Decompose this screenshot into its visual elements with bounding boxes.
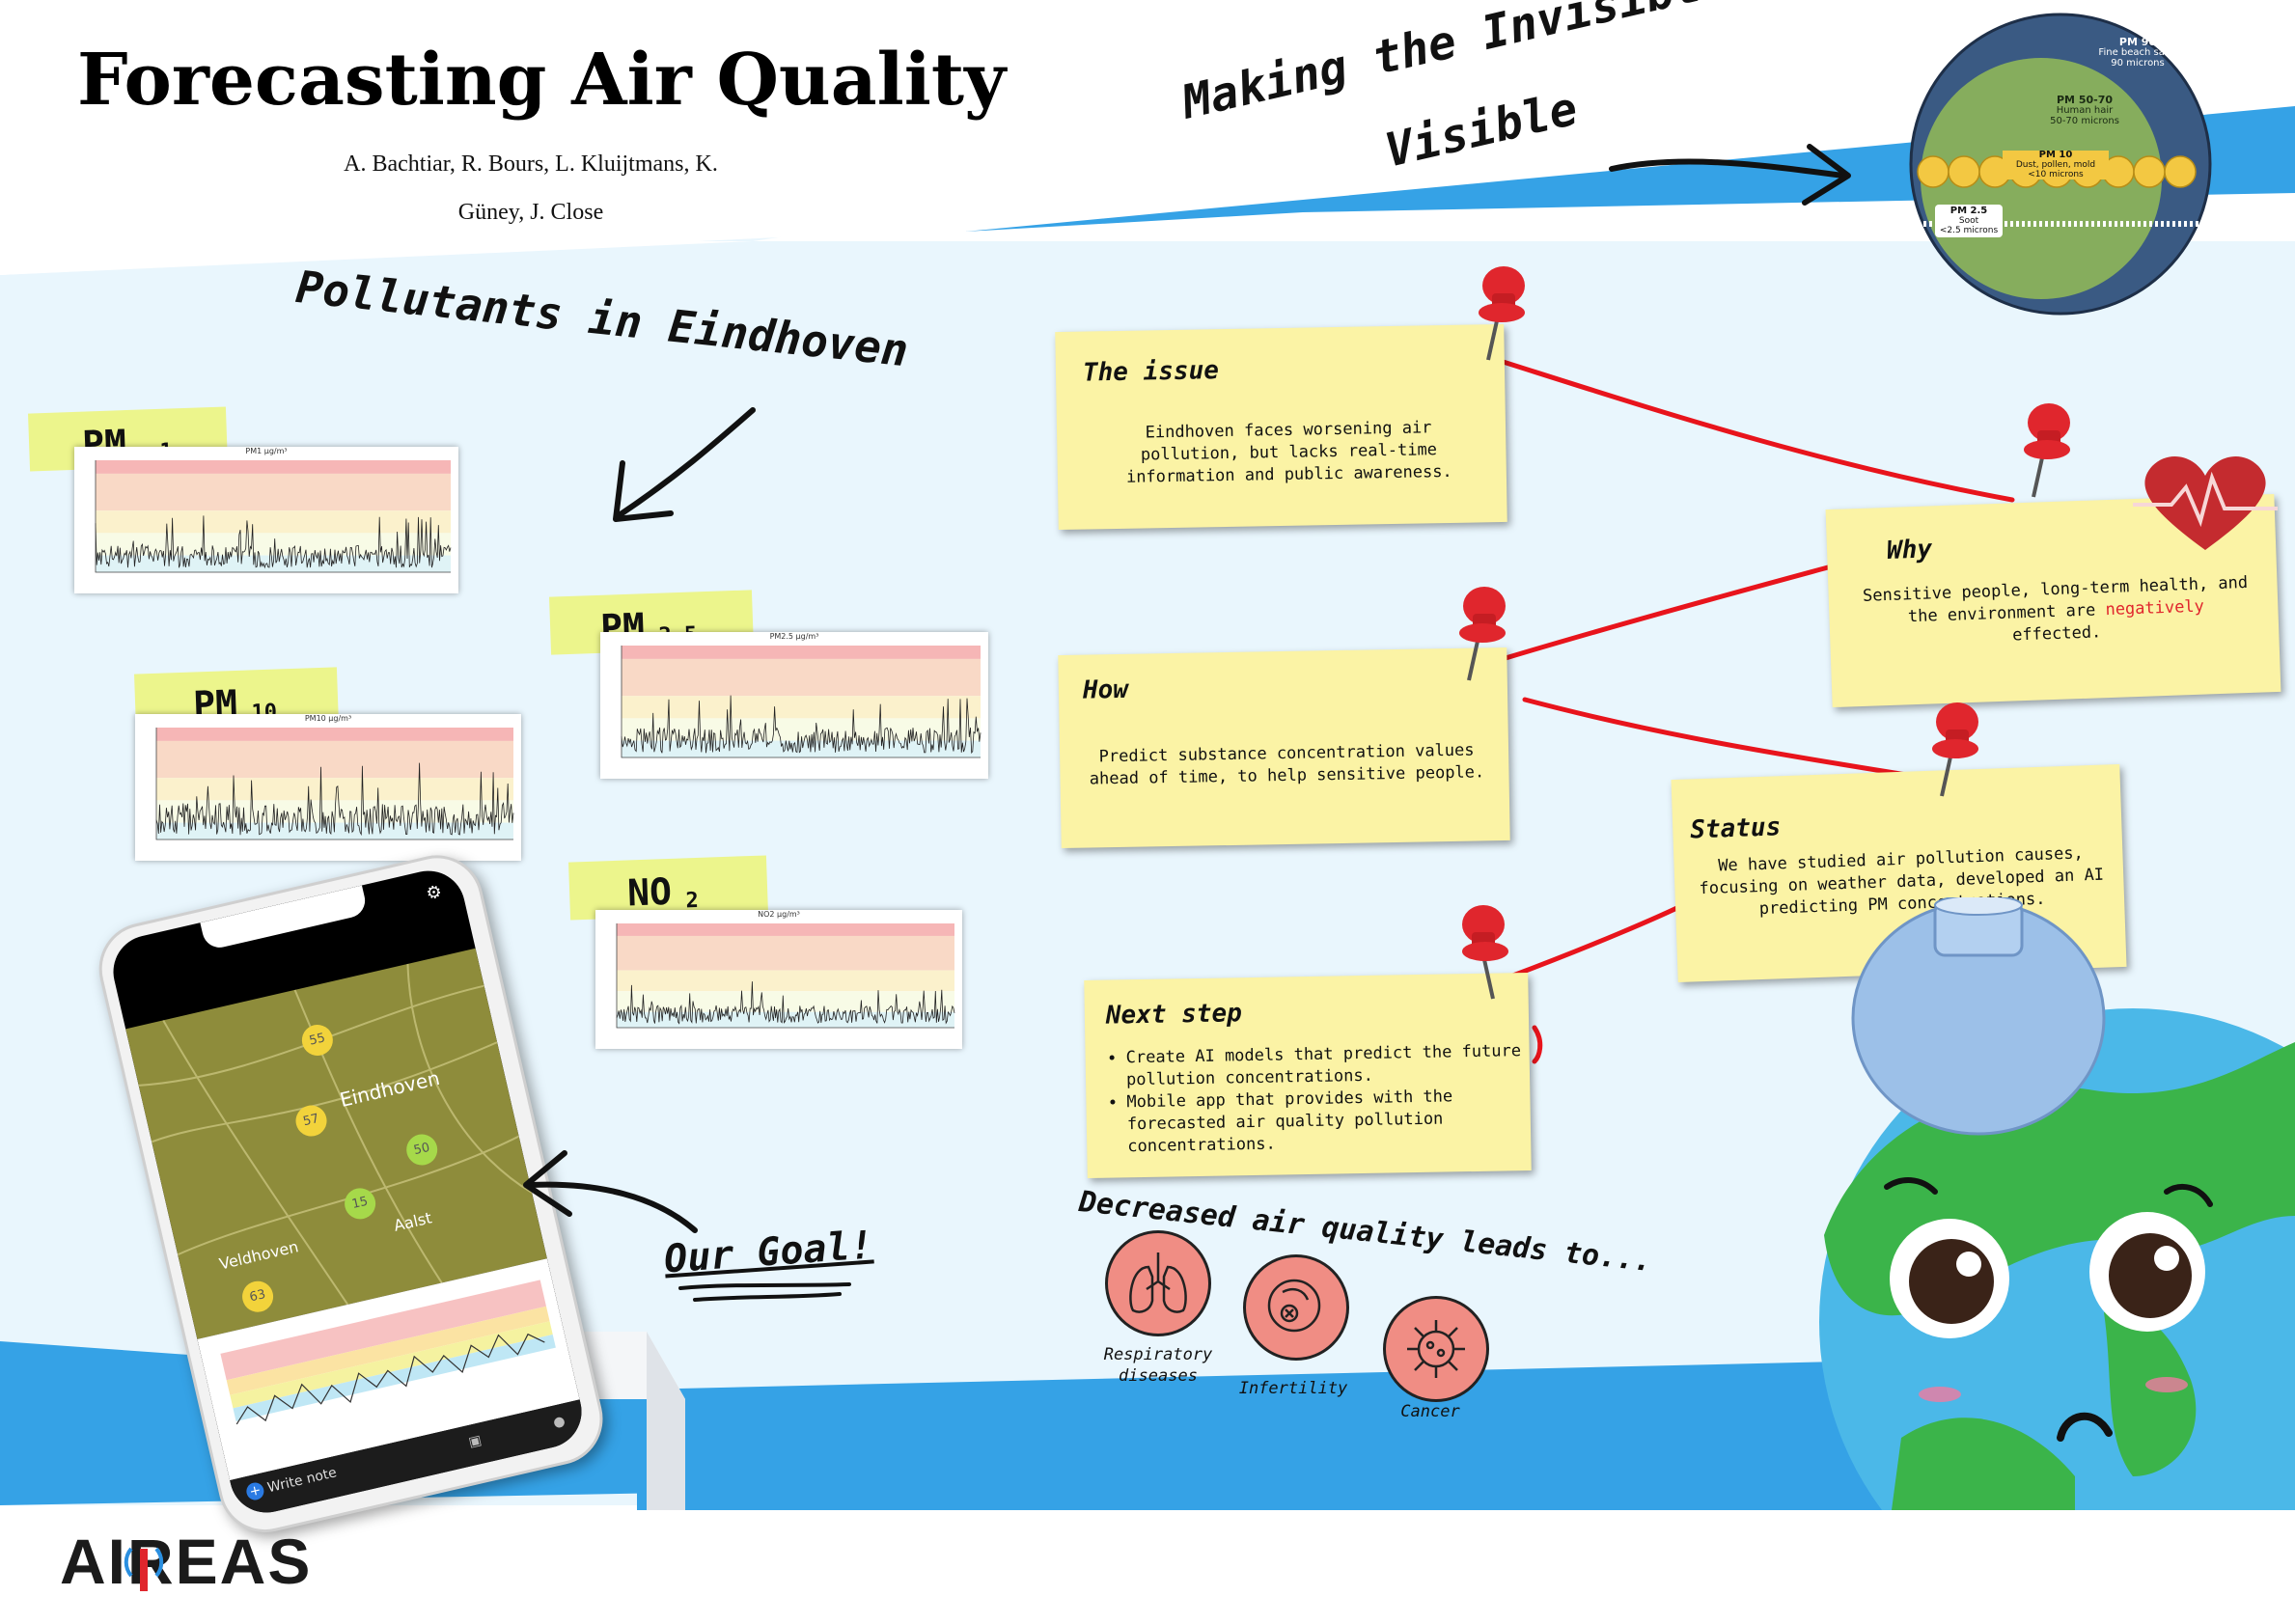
map-view[interactable]: Eindhoven Veldhoven Aalst 55 57 50 15 63 bbox=[125, 948, 547, 1339]
note-title: Next step bbox=[1105, 999, 1243, 1031]
axes bbox=[155, 728, 513, 840]
poster-title: Forecasting Air Quality bbox=[77, 39, 1007, 122]
pm5070-title: PM 50-70 bbox=[2056, 94, 2114, 106]
note-text: Sensitive people, long-term health, and … bbox=[1862, 572, 2250, 652]
our-goal-scribble bbox=[678, 1282, 851, 1302]
push-pin-icon bbox=[1462, 905, 1508, 1000]
effect-label-respiratory: Respiratory diseases bbox=[1103, 1345, 1213, 1386]
phone-screen: ⚙ Eindhoven Veldhoven Aalst 55 57 50 15 … bbox=[105, 864, 590, 1520]
next-step-item: Mobile app that provides with the foreca… bbox=[1126, 1085, 1533, 1158]
infertility-icon bbox=[1243, 1254, 1349, 1361]
lungs-icon bbox=[1105, 1230, 1211, 1336]
series-line bbox=[155, 762, 514, 837]
threshold-band bbox=[622, 658, 981, 697]
note-text: Predict substance concentration values a… bbox=[1089, 740, 1485, 789]
threshold-band bbox=[156, 728, 513, 741]
cancer-icon bbox=[1383, 1296, 1489, 1402]
authors-line-2: Güney, J. Close bbox=[457, 200, 604, 225]
why-text-part: effected. bbox=[2011, 622, 2102, 646]
axes bbox=[95, 460, 451, 573]
arrow-to-diagram bbox=[1609, 144, 1851, 206]
pm5070-label: PM 50-70 Human hair 50-70 microns bbox=[2032, 95, 2138, 126]
effect-label-cancer: Cancer bbox=[1400, 1402, 1460, 1421]
pm90-title: PM 90 bbox=[2118, 36, 2157, 48]
note-title: Why bbox=[1886, 535, 1933, 565]
threshold-band bbox=[617, 923, 954, 936]
pm25-desc2: <2.5 microns bbox=[1939, 226, 1999, 235]
map-roads bbox=[138, 963, 533, 1306]
chart-title: PM10 µg/m³ bbox=[304, 714, 352, 723]
series-plot bbox=[155, 728, 514, 840]
next-step-list: Create AI models that predict the future… bbox=[1102, 1040, 1533, 1159]
effect-label-infertility: Infertility bbox=[1238, 1379, 1348, 1398]
threshold-band bbox=[96, 533, 451, 556]
note-title: How bbox=[1082, 674, 1129, 705]
pm90-desc1: Fine beach sand bbox=[2098, 47, 2177, 58]
phone-mockup: ⚙ Eindhoven Veldhoven Aalst 55 57 50 15 … bbox=[90, 845, 613, 1542]
chart-no2: NO2 µg/m³ bbox=[595, 910, 962, 1049]
pm-size-diagram: PM 90 Fine beach sand 90 microns PM 50-7… bbox=[1906, 10, 2215, 318]
series-line bbox=[95, 515, 452, 569]
aireas-logo-text: AIREAS bbox=[60, 1526, 313, 1597]
pm25-title: PM 2.5 bbox=[1949, 206, 1988, 216]
pm25-desc1: Soot bbox=[1958, 216, 1979, 226]
threshold-band bbox=[96, 473, 451, 511]
series-plot bbox=[95, 460, 452, 573]
sad-earth-illustration bbox=[1819, 897, 2295, 1510]
chart-title: PM1 µg/m³ bbox=[245, 447, 288, 455]
arrow-to-phone bbox=[523, 1150, 698, 1233]
note-how: How Predict substance concentration valu… bbox=[1058, 647, 1510, 849]
pm10-title: PM 10 bbox=[2038, 150, 2073, 160]
pm5070-desc2: 50-70 microns bbox=[2050, 116, 2119, 126]
authors: A. Bachtiar, R. Bours, L. Kluijtmans, K.… bbox=[270, 135, 791, 241]
note-title: Status bbox=[1689, 812, 1782, 845]
series-line bbox=[616, 981, 955, 1025]
signal-icon bbox=[124, 1547, 164, 1591]
push-pin-icon bbox=[2024, 403, 2070, 498]
pm10-desc2: <10 microns bbox=[2028, 170, 2084, 179]
next-step-item: Create AI models that predict the future… bbox=[1125, 1040, 1532, 1091]
chart-title: NO2 µg/m³ bbox=[758, 910, 800, 919]
aireas-logo: AIREAS bbox=[60, 1529, 378, 1597]
push-pin-icon bbox=[1932, 702, 1978, 797]
pm90-desc2: 90 microns bbox=[2111, 58, 2165, 69]
forecast-chart bbox=[197, 1258, 580, 1481]
chart-title: PM2.5 µg/m³ bbox=[769, 632, 819, 641]
series-plot bbox=[621, 646, 982, 758]
pm90-label: PM 90 Fine beach sand 90 microns bbox=[2080, 37, 2196, 69]
heart-icon bbox=[2133, 455, 2278, 550]
threshold-band bbox=[622, 740, 981, 757]
threshold-band bbox=[96, 460, 451, 474]
threshold-band bbox=[617, 970, 954, 992]
threshold-band bbox=[156, 740, 513, 779]
authors-line-1: A. Bachtiar, R. Bours, L. Kluijtmans, K. bbox=[344, 151, 718, 177]
why-text-highlight: negatively bbox=[2105, 596, 2205, 620]
threshold-band bbox=[617, 935, 954, 971]
series-plot bbox=[616, 923, 955, 1029]
pm10-desc1: Dust, pollen, mold bbox=[2015, 160, 2096, 170]
chart-pm10: PM10 µg/m³ bbox=[135, 714, 521, 861]
push-pin-icon bbox=[1479, 266, 1525, 361]
threshold-band bbox=[96, 510, 451, 534]
series-line bbox=[621, 695, 982, 755]
chart-pm1: PM1 µg/m³ bbox=[74, 447, 458, 593]
threshold-band bbox=[622, 646, 981, 659]
threshold-band bbox=[622, 696, 981, 719]
note-title: The issue bbox=[1082, 356, 1220, 388]
note-text: Eindhoven faces worsening air pollution,… bbox=[1125, 418, 1452, 487]
push-pin-icon bbox=[1459, 587, 1506, 681]
threshold-band bbox=[156, 778, 513, 801]
pm10-label: PM 10 Dust, pollen, mold <10 microns bbox=[2003, 151, 2109, 179]
pm5070-desc1: Human hair bbox=[2056, 105, 2114, 116]
note-the-issue: The issue Eindhoven faces worsening air … bbox=[1055, 323, 1507, 531]
axes bbox=[621, 646, 981, 758]
axes bbox=[616, 923, 954, 1029]
arrow-to-charts bbox=[613, 407, 756, 522]
pm25-label: PM 2.5 Soot <2.5 microns bbox=[1935, 205, 2003, 237]
chart-pm25: PM2.5 µg/m³ bbox=[600, 632, 988, 779]
